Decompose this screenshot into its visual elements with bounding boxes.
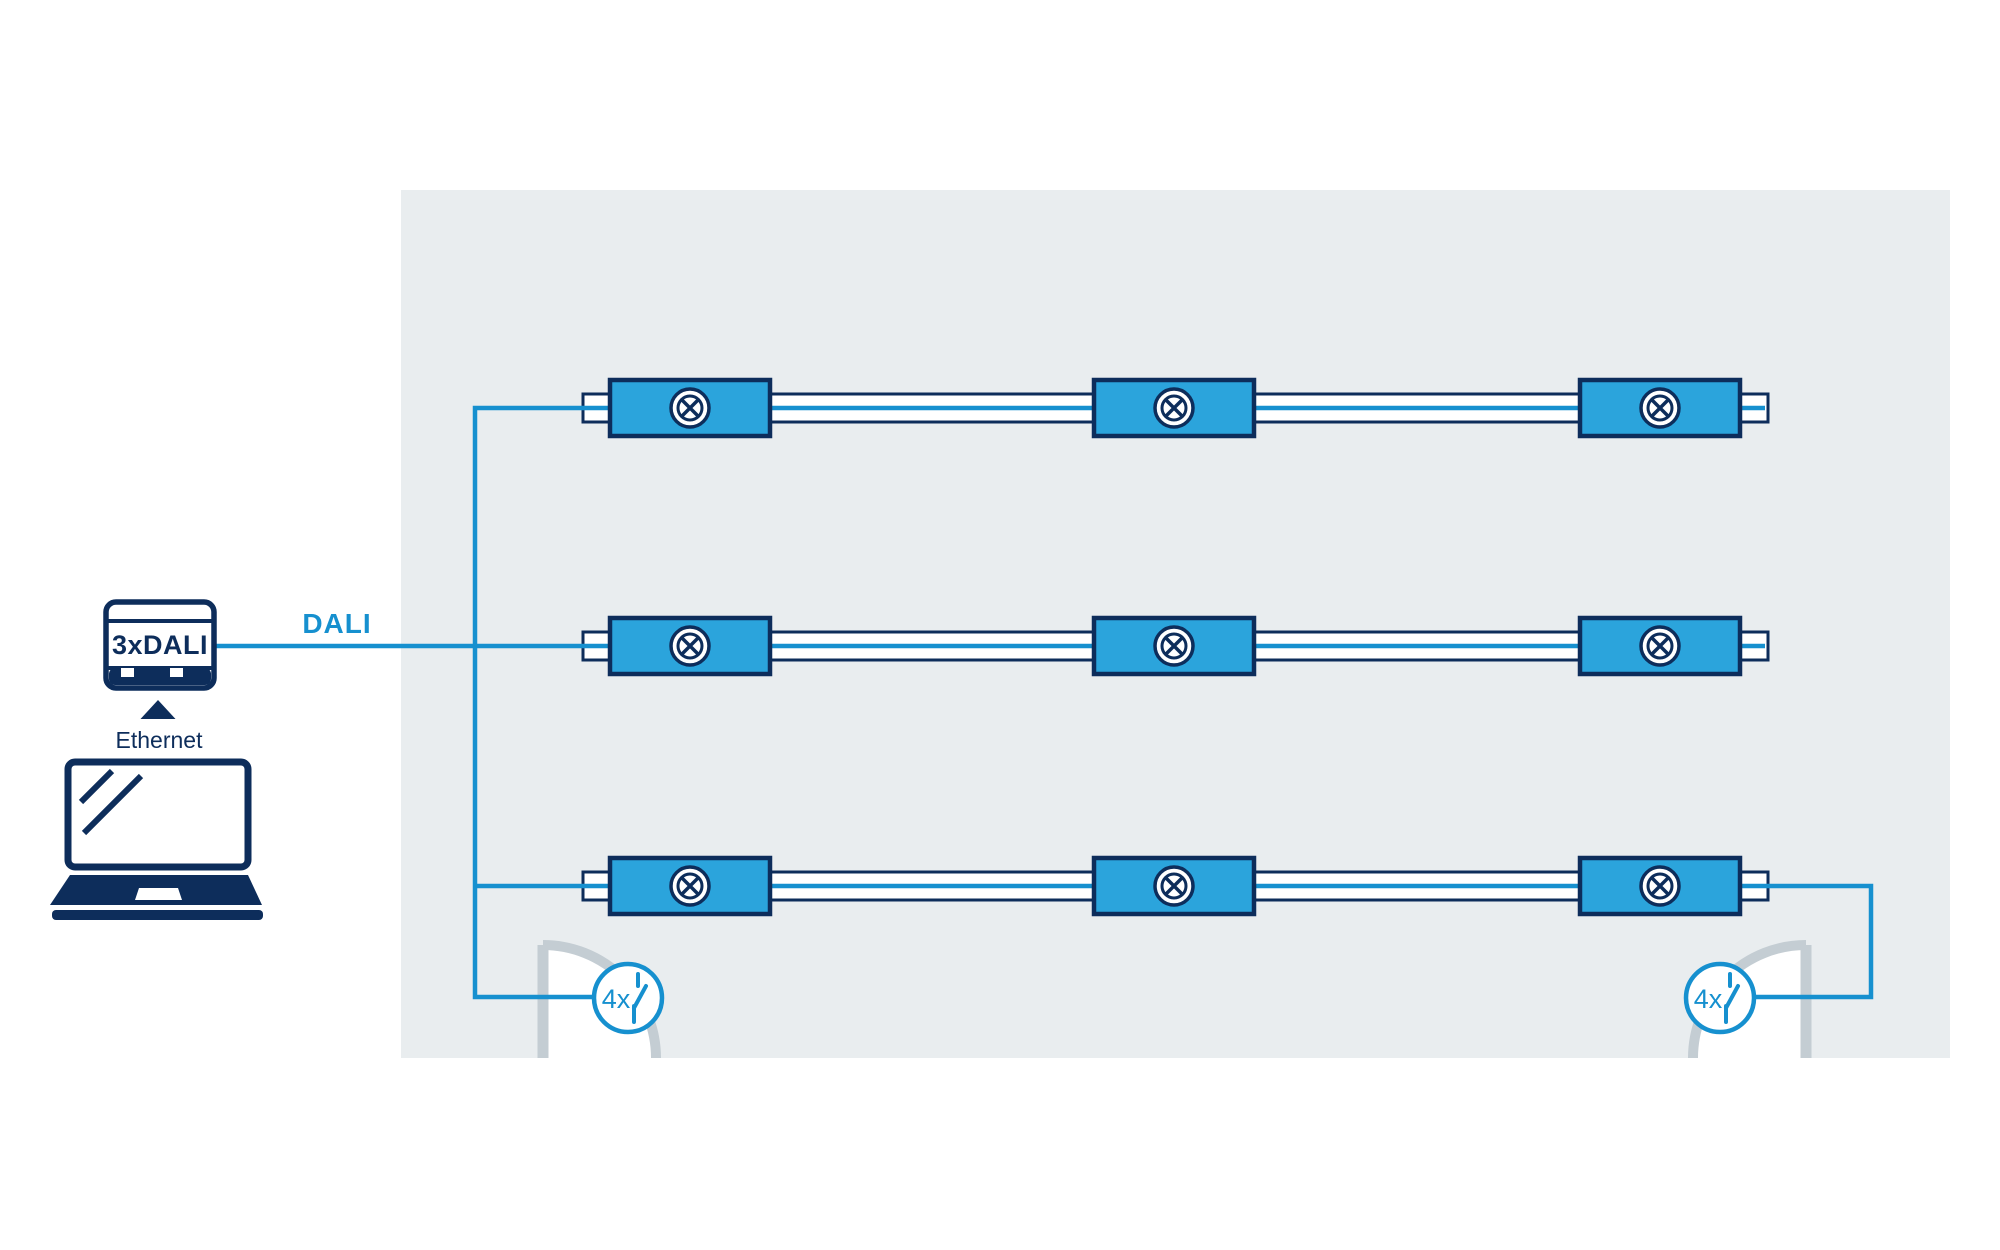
laptop-icon bbox=[50, 758, 263, 920]
luminaire bbox=[610, 618, 770, 674]
luminaire bbox=[1094, 858, 1254, 914]
luminaire bbox=[1580, 618, 1740, 674]
one-pole-switch-icon bbox=[1683, 961, 1757, 1035]
switch-count-label: 4x bbox=[602, 984, 631, 1014]
luminaire bbox=[610, 858, 770, 914]
luminaire bbox=[1580, 380, 1740, 436]
switch-group-left: 4x bbox=[591, 961, 665, 1035]
dali-bus-label: DALI bbox=[302, 608, 371, 639]
ethernet-label: Ethernet bbox=[116, 727, 204, 753]
switch-count-label: 4x bbox=[1694, 984, 1723, 1014]
luminaire bbox=[1094, 380, 1254, 436]
switch-contact-icon bbox=[632, 972, 648, 1024]
switch-contact-icon bbox=[1724, 972, 1740, 1024]
one-pole-switch-icon bbox=[591, 961, 665, 1035]
switch-group-right: 4x bbox=[1683, 961, 1757, 1035]
controller-label: 3xDALI bbox=[112, 630, 208, 660]
din-rail-gateway-icon: 3xDALI bbox=[103, 599, 217, 691]
luminaire bbox=[1580, 858, 1740, 914]
triangle-up-icon bbox=[140, 700, 176, 719]
luminaire bbox=[610, 380, 770, 436]
luminaire bbox=[1094, 618, 1254, 674]
